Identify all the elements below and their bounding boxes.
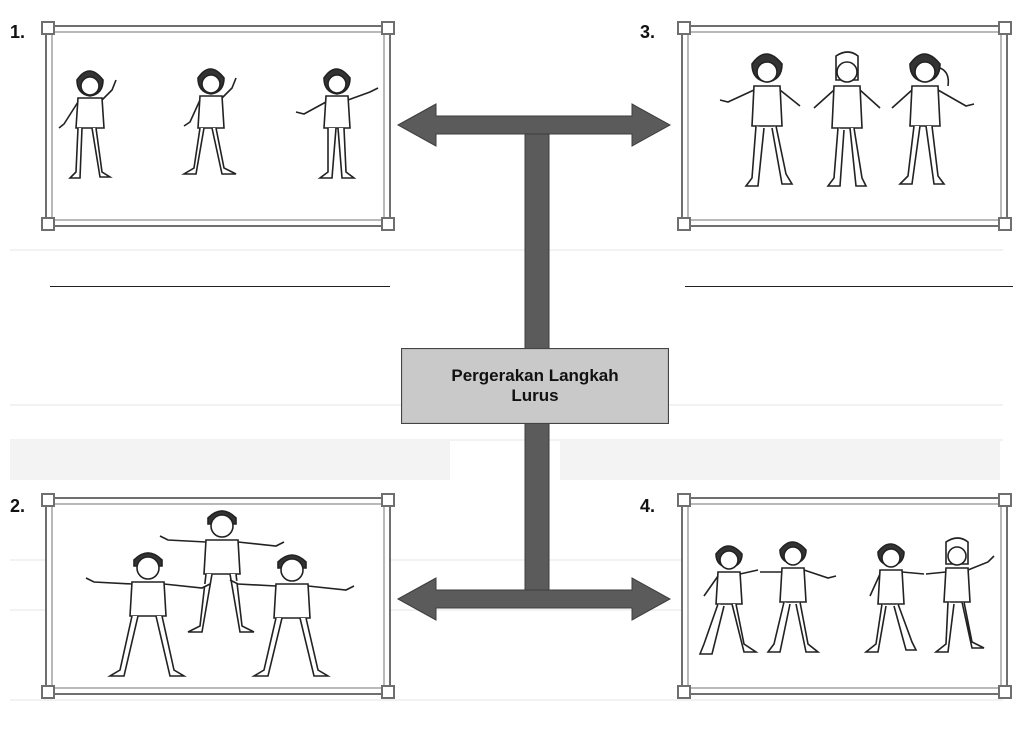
child-figure bbox=[863, 543, 925, 653]
panel-1-illustration bbox=[41, 21, 395, 231]
panel-2-illustration bbox=[41, 493, 395, 699]
panel-number-1: 1. bbox=[10, 22, 26, 42]
child-figure bbox=[181, 68, 237, 175]
child-figure bbox=[698, 545, 759, 655]
child-figure bbox=[925, 537, 995, 653]
boy-figure bbox=[159, 510, 285, 633]
center-title-line-1: Pergerakan Langkah bbox=[451, 366, 619, 385]
center-title-line-2: Lurus bbox=[511, 386, 559, 405]
panel-number-3: 3. bbox=[640, 22, 656, 42]
boy-figure bbox=[229, 554, 355, 677]
panel-number-4: 4. bbox=[640, 496, 656, 516]
girl-figure bbox=[813, 51, 881, 187]
center-title-box: Pergerakan Langkah Lurus bbox=[401, 348, 669, 424]
answer-line-3[interactable] bbox=[685, 286, 1013, 287]
panel-4-illustration bbox=[677, 493, 1012, 699]
child-figure bbox=[58, 70, 117, 179]
panel-3-illustration bbox=[677, 21, 1012, 231]
girl-figure bbox=[719, 53, 801, 187]
girl-figure bbox=[891, 53, 975, 185]
panel-number-2: 2. bbox=[10, 496, 26, 516]
answer-line-1[interactable] bbox=[50, 286, 390, 287]
child-figure bbox=[295, 68, 379, 179]
boy-figure bbox=[85, 552, 211, 677]
child-figure bbox=[760, 541, 837, 653]
